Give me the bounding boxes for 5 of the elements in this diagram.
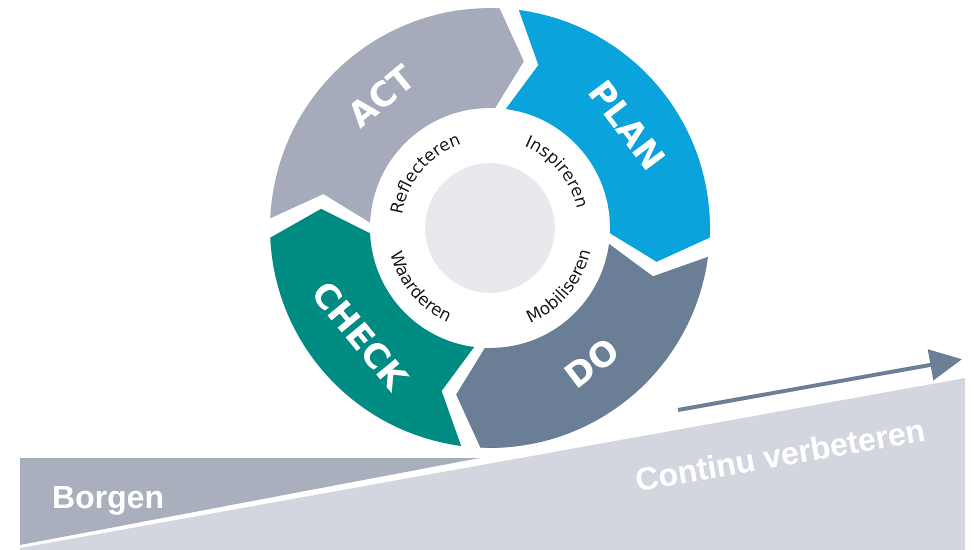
cycle-arrow-segment	[270, 8, 524, 223]
phase-label: DO	[557, 330, 628, 397]
band-label: Borgen	[52, 479, 164, 515]
cycle-arrow-segment	[456, 244, 708, 448]
wedge-band	[20, 458, 480, 545]
